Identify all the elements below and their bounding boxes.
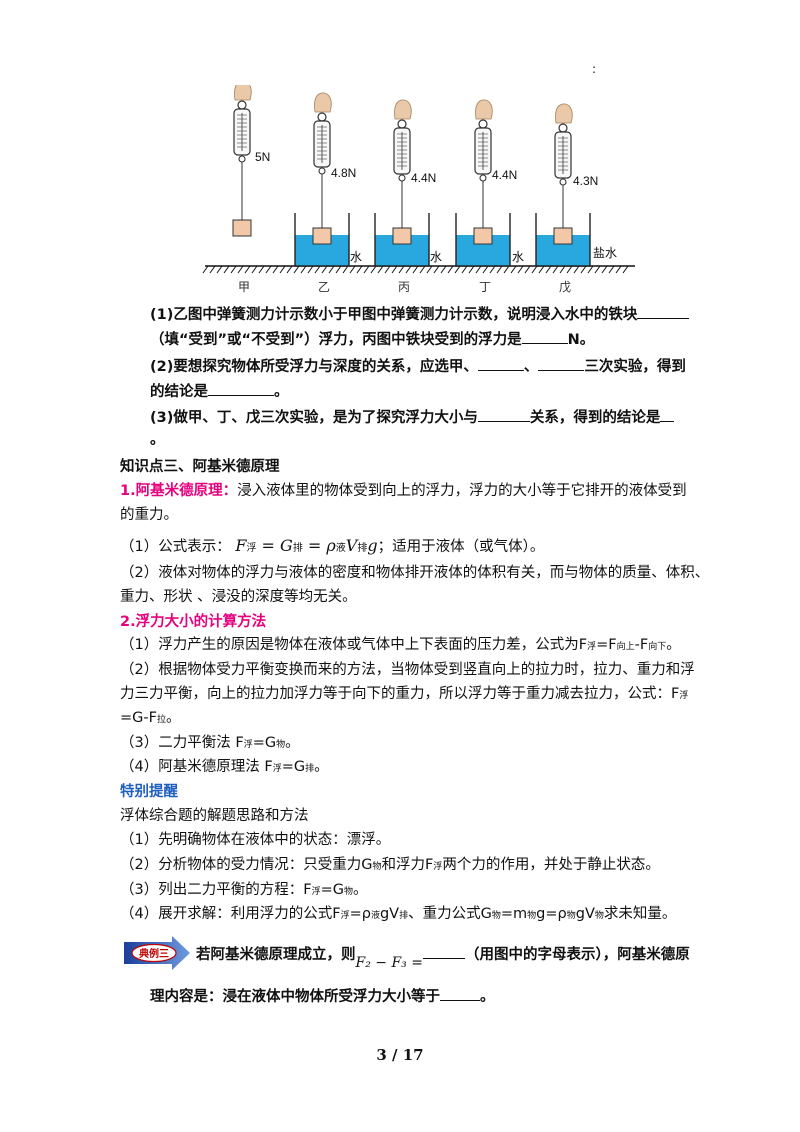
calc-method-4: （4）阿基米德原理法 F浮=G排。 [120,759,329,775]
calc-method-2-line-2: 力三力平衡，向上的拉力加浮力等于向下的重力，所以浮力等于重力减去拉力，公式：F浮 [120,686,689,702]
calc-method-3: （3）二力平衡法 F浮=G物。 [120,735,300,751]
factor-line-2: 重力、形状 、浸没的深度等均无关。 [120,589,357,605]
question-1-line-1: (1)乙图中弹簧测力计示数小于甲图中弹簧测力计示数，说明浸入水中的铁块 [150,303,690,325]
special-step-4: （4）展开求解：利用浮力的公式F浮=ρ液gV排、重力公式G物=m物g=ρ物gV物… [120,906,677,922]
principle-line-1: 1.阿基米德原理：浸入液体里的物体受到向上的浮力，浮力的大小等于它排开的液体受到 [120,483,687,499]
principle-line-2: 的重力。 [120,507,178,523]
balance-station [535,103,591,267]
force-reading: 5N [255,150,270,164]
balance-station [232,85,252,237]
liquid-label: 盐水 [593,246,617,260]
example-line-1: 若阿基米德原理成立，则F₂ − F₃ =（用图中的字母表示），阿基米德原 [196,943,690,971]
question-3-line-2: 。 [150,432,165,448]
special-heading: 特别提醒 [120,784,178,800]
answer-blank[interactable] [521,328,568,344]
station-label: 丁 [479,280,491,294]
special-step-3: （3）列出二力平衡的方程：F浮=G物。 [120,882,368,898]
force-reading: 4.4N [411,171,436,185]
balance-station [374,99,430,267]
force-reading: 4.3N [573,174,598,188]
balance-station [455,99,511,267]
example-line-2: 理内容是：浸在液体中物体所受浮力大小等于。 [150,985,495,1007]
example-formula: F₂ − F₃ = [355,955,423,971]
answer-blank[interactable] [422,943,465,959]
station-label: 丙 [398,280,410,294]
factor-line-1: （2）液体对物体的浮力与液体的密度和物体排开液体的体积有关，而与物体的质量、体积… [120,565,710,581]
example-badge: 典例三 [124,936,190,970]
calc-heading: 2.浮力大小的计算方法 [120,614,267,630]
force-reading: 4.8N [331,166,356,180]
experiment-figure: 5N 4.8N 4.4N 4.4N 4.3N 甲 乙 丙 丁 戊 水 水 水 盐水 [202,85,635,294]
liquid-label: 水 [350,250,362,264]
station-label: 戊 [559,280,571,294]
station-label: 甲 [238,280,250,294]
answer-blank[interactable] [660,406,675,422]
answer-blank[interactable] [637,303,690,319]
question-2-line-2: 的结论是。 [150,380,289,402]
section-title: 知识点三、阿基米德原理 [120,459,280,475]
calc-method-2-line-1: （2）根据物体受力平衡变换而来的方法，当物体受到竖直向上的拉力时，拉力、重力和浮 [120,662,695,678]
question-3-line-1: (3)做甲、丁、戊三次实验，是为了探究浮力大小与关系，得到的结论是 [150,406,675,428]
formula-line: （1）公式表示： F浮 = G排 = ρ液V排g；适用于液体（或气体）。 [120,536,545,555]
ground-hatch [202,265,635,274]
question-2-line-1: (2)要想探究物体所受浮力与深度的关系，应选甲、、三次实验，得到 [150,355,686,377]
special-intro: 浮体综合题的解题思路和方法 [120,808,309,824]
header-mark: : [592,62,597,76]
answer-blank[interactable] [208,380,274,396]
answer-blank[interactable] [440,985,480,1001]
balance-station [294,92,350,267]
calc-method-2-line-3: =G-F拉。 [120,710,181,726]
answer-blank[interactable] [477,355,524,371]
answer-blank[interactable] [477,406,530,422]
liquid-label: 水 [430,250,442,264]
answer-blank[interactable] [538,355,585,371]
page-number: 3 / 17 [376,1046,424,1064]
badge-label: 典例三 [139,947,169,960]
calc-method-1: （1）浮力产生的原因是物体在液体或气体中上下表面的压力差，公式为F浮=F向上-F… [120,637,681,653]
special-step-1: （1）先明确物体在液体中的状态：漂浮。 [120,832,391,848]
buoyancy-formula: F浮 = G排 = ρ液V排g [235,536,378,555]
force-reading: 4.4N [492,168,517,182]
special-step-2: （2）分析物体的受力情况：只受重力G物和浮力F浮两个力的作用，并处于静止状态。 [120,857,660,873]
station-label: 乙 [318,280,330,294]
liquid-label: 水 [512,250,524,264]
